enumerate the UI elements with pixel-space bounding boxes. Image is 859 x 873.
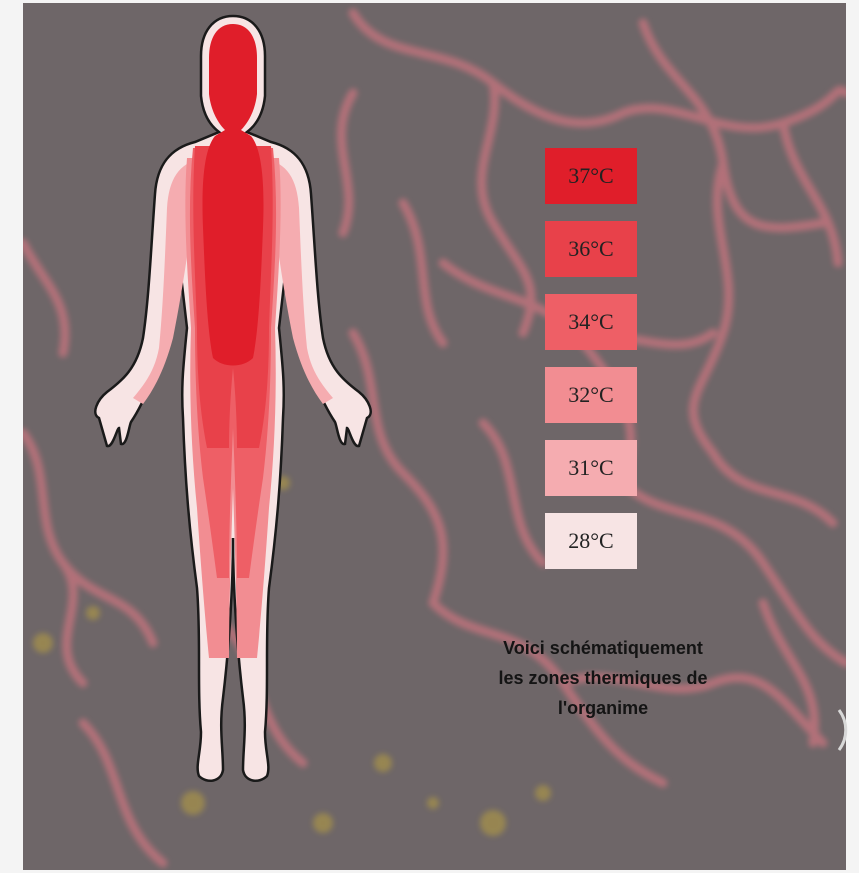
legend-swatch-37: 37°C [545,148,637,204]
legend-swatch-36: 36°C [545,221,637,277]
human-body-thermal-diagram [83,8,383,793]
caption-text: Voici schématiquement les zones thermiqu… [413,633,793,723]
legend-swatch-34: 34°C [545,294,637,350]
caption-line-1: Voici schématiquement [413,633,793,663]
legend-label: 28°C [568,528,613,554]
legend-label: 37°C [568,163,613,189]
legend-label: 32°C [568,382,613,408]
legend-label: 36°C [568,236,613,262]
slide-canvas: 37°C 36°C 34°C 32°C 31°C 28°C Voici sché… [23,3,846,870]
caption-line-2: les zones thermiques de [413,663,793,693]
body-zone-37 [203,24,264,366]
legend-swatch-32: 32°C [545,367,637,423]
legend-swatch-31: 31°C [545,440,637,496]
legend-label: 34°C [568,309,613,335]
legend-label: 31°C [568,455,613,481]
bracket-edge-mark [836,708,850,752]
legend-swatch-28: 28°C [545,513,637,569]
caption-line-3: l'organime [413,693,793,723]
